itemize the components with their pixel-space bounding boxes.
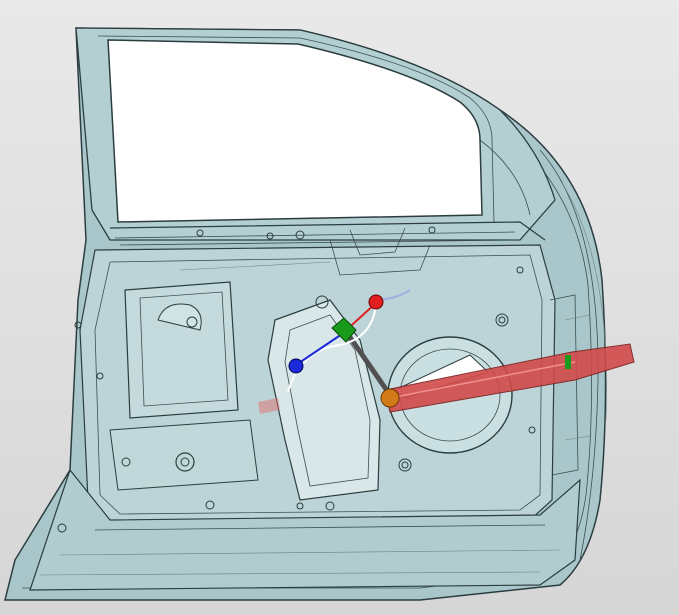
x-axis-red-handle[interactable] [368, 294, 384, 310]
move-rotate-triad-icon[interactable] [287, 289, 411, 408]
pivot-point[interactable] [380, 388, 400, 408]
z-axis-blue-handle[interactable] [288, 358, 304, 374]
window-regulator [267, 299, 381, 501]
door-pocket [124, 281, 239, 419]
window-opening [107, 39, 483, 223]
lower-sill [29, 468, 581, 591]
actuator-rod[interactable] [384, 343, 635, 413]
y-axis-green-handle[interactable] [331, 317, 357, 343]
fasteners [57, 226, 536, 533]
